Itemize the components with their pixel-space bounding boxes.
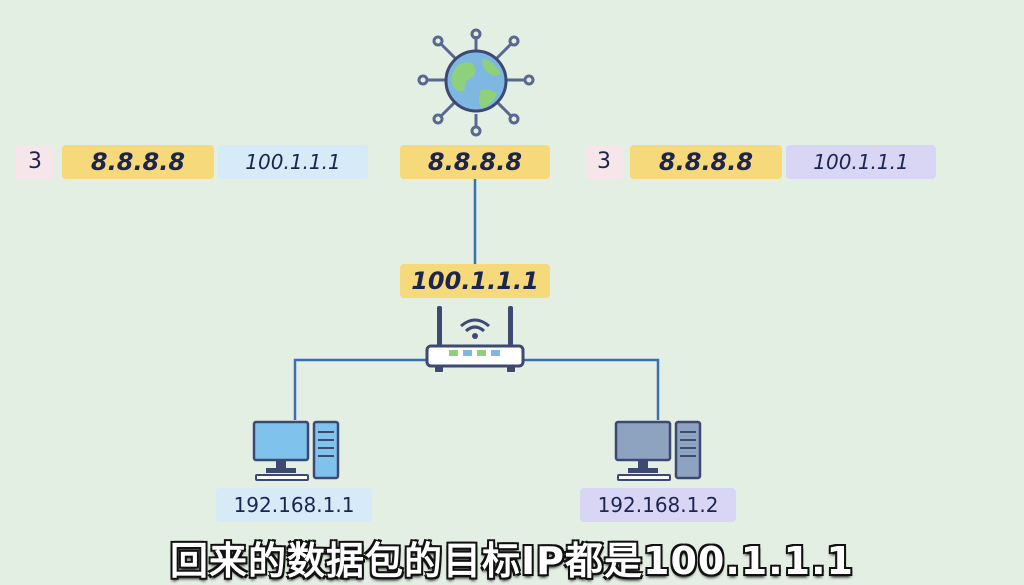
desktop-computer-icon bbox=[252, 420, 340, 481]
left-packet-ttl: 3 bbox=[16, 145, 54, 179]
router-host1-link bbox=[293, 358, 430, 420]
right-packet-ttl: 3 bbox=[585, 145, 623, 179]
router-public-ip: 100.1.1.1 bbox=[400, 264, 550, 298]
right-packet-src: 100.1.1.1 bbox=[786, 145, 936, 179]
desktop-computer-icon bbox=[614, 420, 702, 481]
host1-ip-label: 192.168.1.1 bbox=[216, 488, 372, 522]
right-packet-dst: 8.8.8.8 bbox=[630, 145, 782, 179]
left-packet-src: 100.1.1.1 bbox=[218, 145, 368, 179]
globe-network-icon bbox=[417, 28, 535, 137]
router-host2-link bbox=[520, 358, 660, 420]
wifi-router-icon bbox=[425, 306, 525, 372]
left-packet-dst: 8.8.8.8 bbox=[62, 145, 214, 179]
center-packet-addr: 8.8.8.8 bbox=[400, 145, 550, 179]
subtitle-caption: 回来的数据包的目标IP都是100.1.1.1 bbox=[170, 539, 854, 583]
host2-ip-label: 192.168.1.2 bbox=[580, 488, 736, 522]
